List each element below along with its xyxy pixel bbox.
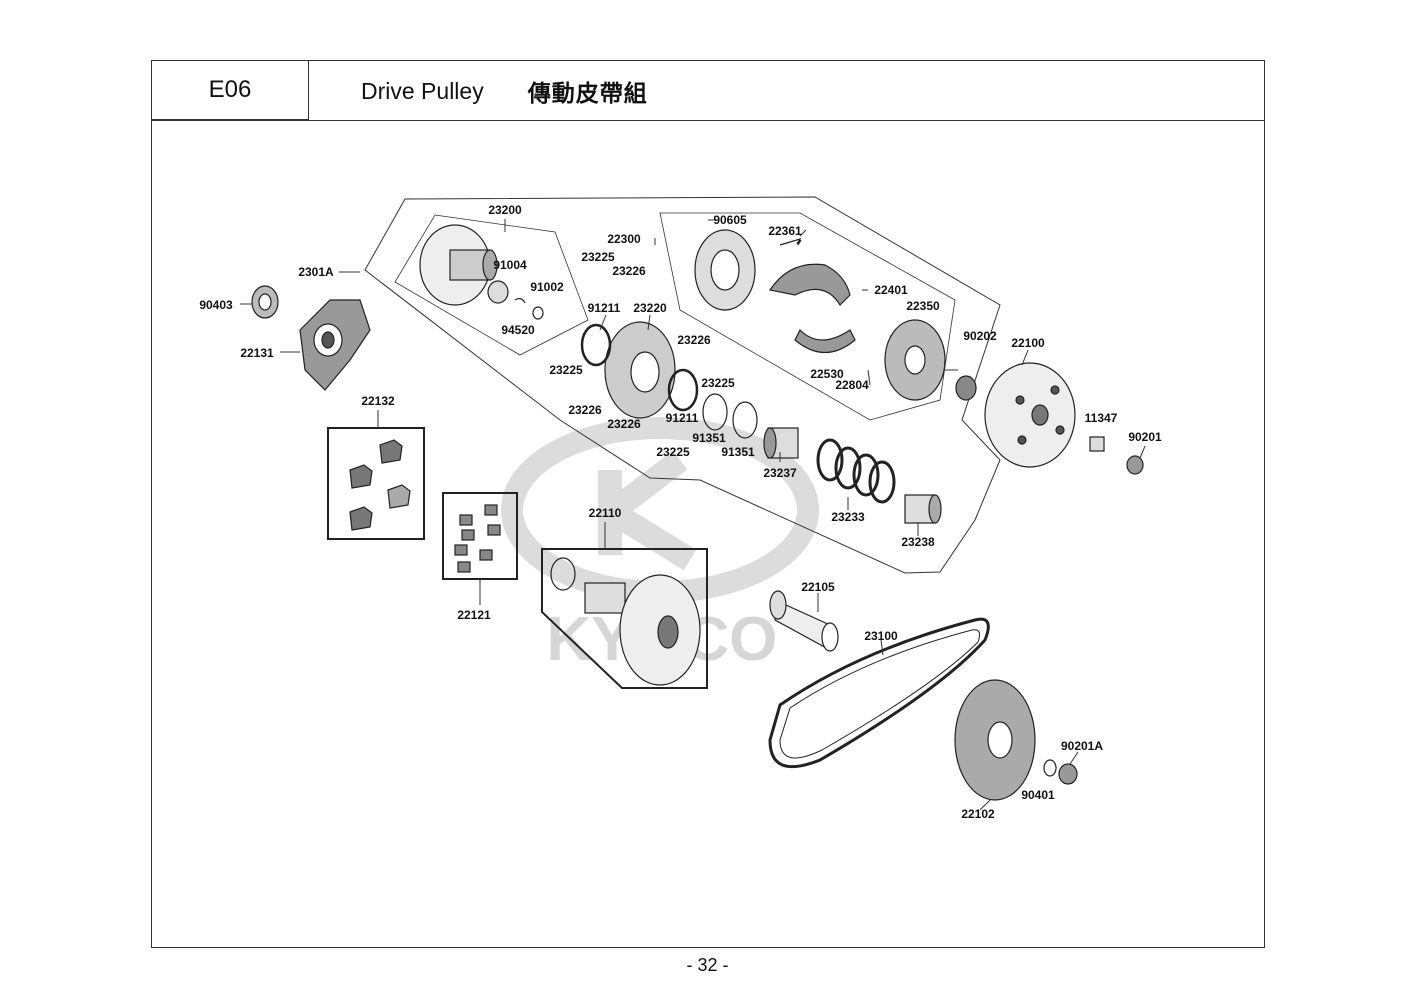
- label-90201: 90201: [1128, 430, 1162, 444]
- spring-22361: [779, 237, 802, 246]
- diagram-frame: [151, 120, 1265, 948]
- nut-90202: [955, 375, 977, 401]
- label-23225-b: 23225: [701, 376, 735, 390]
- label-23225-c: 23225: [549, 363, 583, 377]
- page-number: - 32 -: [686, 955, 729, 975]
- sub-outline-23200: [394, 214, 589, 356]
- label-91351-b: 91351: [721, 445, 755, 459]
- bearing-91004: [487, 280, 509, 304]
- clutch-bell-22100: [984, 362, 1076, 468]
- label-90202: 90202: [963, 329, 997, 343]
- washer-91002: [532, 306, 544, 320]
- label-23226-b: 23226: [677, 333, 711, 347]
- page-title: Drive Pulley 傳動皮帶組: [309, 60, 1265, 121]
- label-22530: 22530: [810, 367, 844, 381]
- spring-23233: [816, 438, 896, 504]
- clutch-shoes-22530: [769, 263, 856, 353]
- label-22100: 22100: [1011, 336, 1045, 350]
- bushing-11347: [1089, 436, 1105, 452]
- fan-22131: [299, 299, 371, 391]
- label-23225-a: 23225: [581, 250, 615, 264]
- label-91351-a: 91351: [692, 431, 726, 445]
- nut-90201A: [1058, 763, 1078, 785]
- collar-23238: [904, 494, 942, 524]
- label-23200: 23200: [488, 203, 522, 217]
- label-22102: 22102: [961, 807, 995, 821]
- label-22110: 22110: [589, 506, 622, 520]
- carrier-22350: [884, 319, 946, 401]
- roller-kit-22121: [442, 492, 518, 580]
- nut-90201: [1126, 455, 1144, 475]
- slider-kit-22132: [327, 427, 425, 540]
- o-ring-91351: [702, 393, 758, 439]
- label-23226-d: 23226: [607, 417, 641, 431]
- label-22132: 22132: [361, 394, 395, 408]
- label-90605: 90605: [713, 213, 747, 227]
- label-22804: 22804: [835, 378, 869, 392]
- label-90201A: 90201A: [1061, 739, 1103, 753]
- label-22361: 22361: [768, 224, 802, 238]
- movable-face-22110: [541, 548, 708, 689]
- section-code: E06: [151, 60, 309, 120]
- label-22300: 22300: [607, 232, 641, 246]
- label-94520: 94520: [501, 323, 535, 337]
- inner-sheave-23220: [604, 321, 676, 419]
- sub-outline-22300: [659, 212, 956, 421]
- label-91211-a: 91211: [588, 301, 621, 315]
- title-cn: 傳動皮帶組: [527, 80, 648, 106]
- label-23233: 23233: [831, 510, 865, 524]
- label-22401: 22401: [874, 283, 908, 297]
- assembly-outline: [364, 196, 1001, 574]
- collar-22105: [769, 590, 839, 652]
- part-labels: 23200 91004 91002 94520 2301A 90403 2213…: [199, 203, 1162, 821]
- fan-22102: [954, 679, 1036, 801]
- label-90403: 90403: [199, 298, 233, 312]
- washer-90403: [251, 285, 279, 319]
- label-22131: 22131: [240, 346, 274, 360]
- drive-face-23200: [419, 224, 498, 306]
- title-en: Drive Pulley: [361, 77, 484, 104]
- label-23226-a: 23226: [612, 264, 646, 278]
- leader-lines: [240, 219, 1146, 811]
- clip-94520: [514, 297, 526, 304]
- label-23238: 23238: [901, 535, 935, 549]
- washer-90401: [1043, 759, 1057, 777]
- label-22350: 22350: [906, 299, 940, 313]
- o-ring-91211: [580, 323, 699, 412]
- collar-23237: [763, 427, 799, 459]
- label-23225-d: 23225: [656, 445, 690, 459]
- label-23100: 23100: [864, 629, 898, 643]
- clutch-plate-22300: [694, 229, 756, 311]
- label-11347: 11347: [1085, 411, 1118, 425]
- label-23237: 23237: [763, 466, 797, 480]
- label-91004: 91004: [493, 258, 527, 272]
- label-91211-b: 91211: [666, 411, 699, 425]
- label-2301A: 2301A: [298, 265, 334, 279]
- label-22105: 22105: [801, 580, 835, 594]
- belt-23100: [768, 617, 990, 769]
- label-91002: 91002: [530, 280, 564, 294]
- label-22121: 22121: [457, 608, 491, 622]
- label-23226-c: 23226: [568, 403, 602, 417]
- label-23220: 23220: [633, 301, 667, 315]
- label-90401: 90401: [1021, 788, 1055, 802]
